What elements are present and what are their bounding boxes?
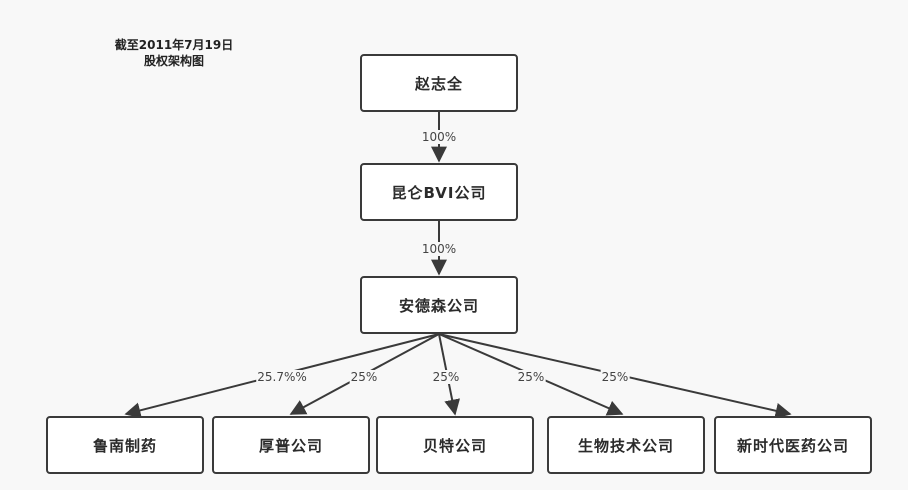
- node-beite[interactable]: 贝特公司: [376, 416, 534, 474]
- edge-label-beite: 25%: [431, 370, 461, 384]
- edge-label-houpu: 25%: [349, 370, 379, 384]
- node-anderson[interactable]: 安德森公司: [360, 276, 518, 334]
- edge-label-lunan: 25.7%%: [256, 370, 308, 384]
- edge-label-biotech: 25%: [516, 370, 546, 384]
- node-lunan-pharma[interactable]: 鲁南制药: [46, 416, 204, 474]
- diagram-title: 截至2011年7月19日 股权架构图: [104, 37, 244, 69]
- node-biotech[interactable]: 生物技术公司: [547, 416, 705, 474]
- title-date-line: 截至2011年7月19日: [114, 38, 234, 52]
- node-houpu[interactable]: 厚普公司: [212, 416, 370, 474]
- edge-label-bvi-anderson: 100%: [420, 242, 458, 256]
- node-new-era-pharma[interactable]: 新时代医药公司: [714, 416, 872, 474]
- title-caption-line: 股权架构图: [143, 54, 204, 68]
- node-zhao-zhiquan[interactable]: 赵志全: [360, 54, 518, 112]
- edge-label-new-era: 25%: [600, 370, 630, 384]
- node-kunlun-bvi[interactable]: 昆仑BVI公司: [360, 163, 518, 221]
- edge-label-root-bvi: 100%: [420, 130, 458, 144]
